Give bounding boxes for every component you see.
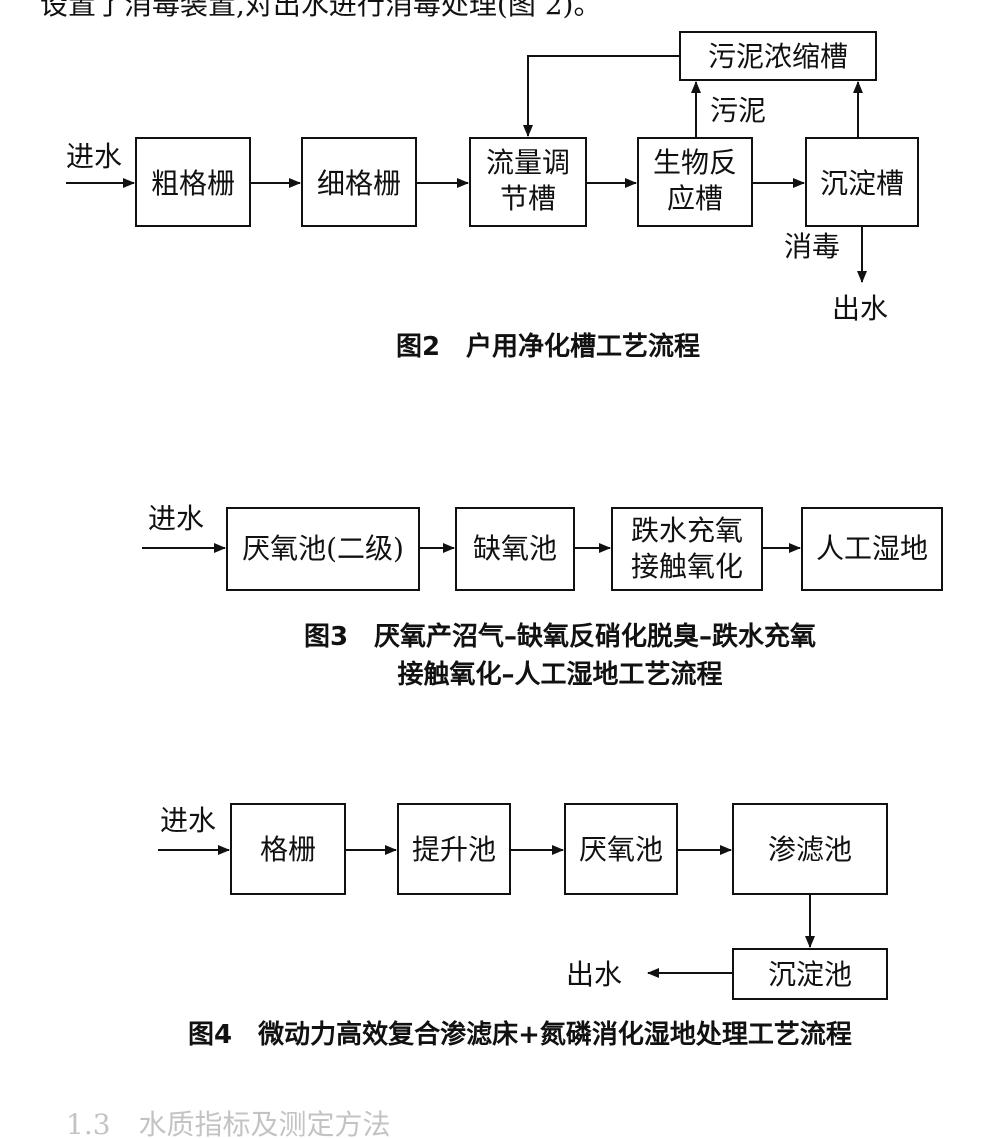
flow-tank-label-1: 流量调 bbox=[486, 146, 570, 179]
fig4-input-label: 进水 bbox=[160, 804, 216, 837]
sedimentation-label: 沉淀槽 bbox=[820, 167, 904, 200]
fig2-input-label: 进水 bbox=[66, 140, 122, 173]
top-text: 设置了消毒装置,对出水进行消毒处理(图 2)。 bbox=[40, 0, 601, 21]
figure-3: 进水 厌氧池(二级) 缺氧池 跌水充氧 接触氧化 人工湿地 图3 厌氧产沼气–缺… bbox=[142, 502, 943, 690]
fig3-input-label: 进水 bbox=[148, 502, 204, 535]
drop-oxygen-box bbox=[611, 507, 763, 591]
figure-2: 污泥浓缩槽 污泥 进水 粗格栅 细格栅 流量调 节槽 生物反 应槽 沉淀槽 bbox=[66, 31, 919, 362]
fine-grid-box bbox=[301, 137, 417, 227]
anaerobic-2stage-box bbox=[226, 507, 420, 591]
sedimentation-box bbox=[805, 137, 919, 227]
fig4-output-label: 出水 bbox=[566, 958, 622, 991]
fig4-caption: 图4 微动力高效复合渗滤床+氮磷消化湿地处理工艺流程 bbox=[188, 1019, 852, 1050]
filter-label: 渗滤池 bbox=[768, 833, 852, 866]
fig2-output-label: 出水 bbox=[832, 292, 888, 325]
coarse-grid-label: 粗格栅 bbox=[151, 167, 235, 200]
sludge-label: 污泥 bbox=[710, 94, 766, 127]
anoxic-label: 缺氧池 bbox=[473, 532, 557, 565]
flow-tank-label-2: 节槽 bbox=[500, 182, 556, 215]
figure-4: 进水 格栅 提升池 厌氧池 渗滤池 沉淀池 出水 图4 微动力高效复合渗滤床+氮… bbox=[158, 803, 888, 1050]
fig3-caption-1: 图3 厌氧产沼气–缺氧反硝化脱臭–跌水充氧 bbox=[304, 621, 816, 652]
fig4-sedimentation-label: 沉淀池 bbox=[768, 958, 852, 991]
sludge-return-arrow bbox=[523, 55, 680, 137]
disinfection-label: 消毒 bbox=[784, 230, 840, 263]
grid-label: 格栅 bbox=[260, 833, 316, 866]
drop-oxygen-label-1: 跌水充氧 bbox=[631, 514, 743, 547]
filter-box bbox=[732, 803, 888, 895]
anaerobic-box bbox=[564, 803, 678, 895]
fig4-sedimentation-box bbox=[732, 948, 888, 1000]
anaerobic-label: 厌氧池 bbox=[579, 833, 663, 866]
fig2-caption: 图2 户用净化槽工艺流程 bbox=[396, 331, 700, 362]
drop-oxygen-label-2: 接触氧化 bbox=[631, 550, 743, 583]
fine-grid-label: 细格栅 bbox=[317, 167, 401, 200]
anoxic-box bbox=[455, 507, 575, 591]
grid-box bbox=[230, 803, 346, 895]
wetland-label: 人工湿地 bbox=[816, 532, 928, 565]
sludge-tank-label: 污泥浓缩槽 bbox=[708, 40, 848, 73]
wetland-box bbox=[801, 507, 943, 591]
bio-tank-box bbox=[637, 137, 753, 227]
fig3-caption-2: 接触氧化–人工湿地工艺流程 bbox=[397, 660, 722, 690]
lift-box bbox=[397, 803, 511, 895]
coarse-grid-box bbox=[135, 137, 251, 227]
anaerobic-2stage-label: 厌氧池(二级) bbox=[242, 532, 404, 565]
section-heading-faint: 1.3 水质指标及测定方法 bbox=[66, 1108, 391, 1138]
lift-label: 提升池 bbox=[412, 833, 496, 866]
bio-tank-label-1: 生物反 bbox=[653, 146, 737, 179]
bio-tank-label-2: 应槽 bbox=[667, 182, 723, 215]
